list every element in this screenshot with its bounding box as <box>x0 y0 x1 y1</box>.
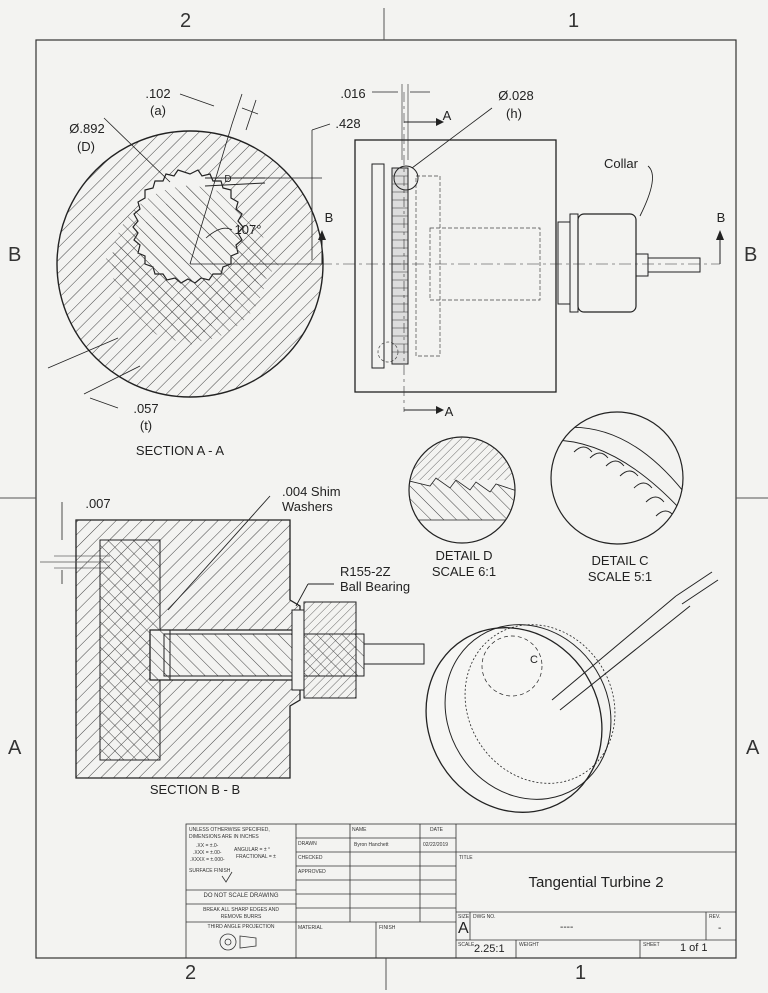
tb-scale: 2.25:1 <box>474 943 505 955</box>
tb-notes: UNLESS OTHERWISE SPECIFIED, DIMENSIONS A… <box>189 827 270 840</box>
tb-tol-xxx: .XXX = ±.00- <box>193 850 222 856</box>
section-bb-title: SECTION B - B <box>149 782 241 797</box>
zone-top-right: 1 <box>568 10 580 32</box>
dim-d-symbol: (D) <box>76 139 96 154</box>
cut-b-left-label: B <box>324 210 334 225</box>
tb-do-not-scale: DO NOT SCALE DRAWING <box>203 893 279 899</box>
zone-right-lower: A <box>746 737 760 759</box>
cut-a-bottom-label: A <box>444 404 454 419</box>
zone-bottom-right: 1 <box>575 962 587 984</box>
detail-d-marker: D <box>224 174 232 185</box>
title-block <box>185 823 737 959</box>
detail-c-view <box>550 411 684 545</box>
detail-d-view <box>408 436 516 544</box>
zone-top-left: 2 <box>180 10 192 32</box>
dim-428: .428 <box>335 116 361 131</box>
collar-label: Collar <box>604 156 638 171</box>
zone-bottom-left: 2 <box>185 962 197 984</box>
tb-projection: THIRD ANGLE PROJECTION <box>207 924 275 930</box>
tb-tol-angular: ANGULAR = ± ° <box>234 847 271 853</box>
angle-label: 107° <box>234 222 262 237</box>
tb-break-edges: BREAK ALL SHARP EDGES AND REMOVE BURRS <box>203 907 279 920</box>
detail-d-scale: SCALE 6:1 <box>431 564 497 579</box>
tb-col-name: NAME <box>352 827 367 833</box>
tb-drawn: DRAWN <box>298 841 317 847</box>
drawing-title: Tangential Turbine 2 <box>528 874 664 891</box>
dim-h-symbol: (h) <box>506 106 522 121</box>
tb-surface-finish: SURFACE FINISH <box>189 868 231 874</box>
dim-h-value: Ø.028 <box>498 88 534 103</box>
tb-title-label: TITLE <box>459 855 473 861</box>
dim-t-symbol: (t) <box>139 418 153 433</box>
tb-rev-label: REV. <box>709 914 721 920</box>
tb-scale-label: SCALE <box>458 942 475 948</box>
tb-rev: - <box>718 923 722 934</box>
bearing-label: R155-2Z Ball Bearing <box>340 564 411 594</box>
tb-weight-label: WEIGHT <box>519 942 539 948</box>
tb-sheet-label: SHEET <box>643 942 660 948</box>
cut-b-right-label: B <box>716 210 726 225</box>
tb-tol-fractional: FRACTIONAL = ± <box>236 854 276 860</box>
detail-d-title: DETAIL D <box>435 548 493 563</box>
tb-col-date: DATE <box>430 827 443 833</box>
detail-c-scale: SCALE 5:1 <box>587 569 653 584</box>
tb-dwg-label: DWG NO. <box>473 914 496 920</box>
tb-drawn-date: 02/22/2019 <box>423 842 449 848</box>
section-bb-view <box>40 495 425 779</box>
zone-left-upper: B <box>8 244 22 266</box>
tb-size: A <box>458 920 469 937</box>
cut-a-top-label: A <box>442 108 452 123</box>
dim-016: .016 <box>340 86 366 101</box>
tb-sheet: 1 of 1 <box>680 942 708 954</box>
tb-tol-xx: .XX = ±.0- <box>196 843 219 849</box>
zone-left-lower: A <box>8 737 22 759</box>
dim-a-value: .102 <box>145 86 171 101</box>
tb-finish: FINISH <box>379 925 396 931</box>
dim-a-symbol: (a) <box>150 103 166 118</box>
tb-dwg: ---- <box>560 922 574 933</box>
detail-c-title: DETAIL C <box>591 553 649 568</box>
tb-material: MATERIAL <box>298 925 323 931</box>
dim-d-value: Ø.892 <box>69 121 105 136</box>
section-aa-view <box>47 93 331 409</box>
turbine-isometric <box>425 571 719 813</box>
shim-label: .004 Shim Washers <box>282 484 341 514</box>
dim-007: .007 <box>85 496 111 511</box>
tb-drawn-name: Byron Hanchett <box>354 842 389 848</box>
side-view <box>318 84 724 414</box>
tb-size-label: SIZE <box>458 914 470 920</box>
tb-tol-xxxx: .XXXX = ±.000- <box>190 857 225 863</box>
zone-right-upper: B <box>744 244 758 266</box>
dim-t-value: .057 <box>133 401 159 416</box>
tb-approved: APPROVED <box>298 869 326 875</box>
tb-checked: CHECKED <box>298 855 323 861</box>
section-aa-title: SECTION A - A <box>135 443 225 458</box>
detail-c-marker: C <box>530 654 538 666</box>
